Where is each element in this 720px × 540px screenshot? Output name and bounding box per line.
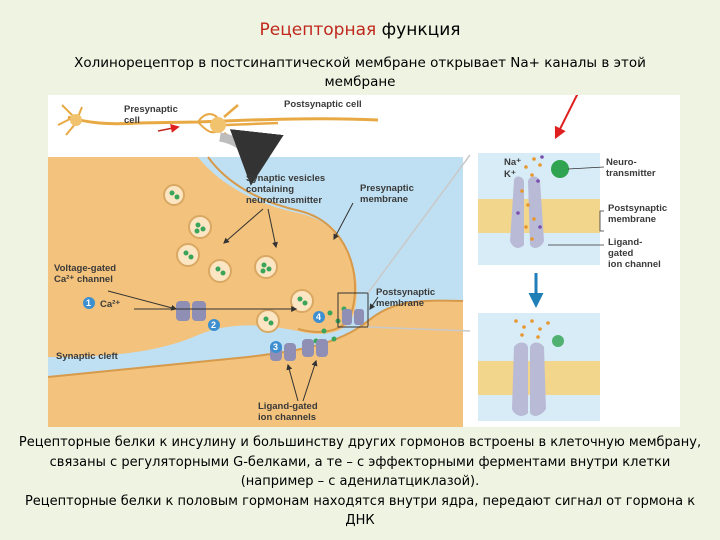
bottom-text: Рецепторные белки к инсулину и большинст…: [18, 433, 702, 531]
svg-text:3: 3: [273, 342, 278, 352]
red-annotation-arrow: [554, 95, 579, 140]
step-1: 1: [83, 297, 95, 309]
title-accent: Рецепторная: [259, 20, 377, 40]
bottom-text-line1: Рецепторные белки к инсулину и большинст…: [18, 435, 702, 489]
panel-5: Na⁺ K⁺: [478, 153, 600, 265]
title-rest: функция: [376, 20, 461, 40]
postsynaptic-cell-label: Postsynaptic cell: [284, 99, 362, 110]
slide-title: Рецепторная функция: [0, 20, 720, 40]
neurotransmitter-label: Neuro-transmitter: [606, 157, 656, 179]
presynaptic-cell-body: [70, 114, 82, 126]
postsynaptic-cell: [48, 300, 463, 427]
svg-text:2: 2: [211, 320, 216, 330]
svg-text:4: 4: [316, 312, 321, 322]
voltage-gated-ca-channel: [176, 301, 206, 321]
zoom-box: [337, 292, 369, 328]
step-2: 2: [208, 319, 220, 331]
synaptic-cleft-label: Synaptic cleft: [56, 351, 119, 362]
panel-6: [478, 313, 600, 421]
presynaptic-terminal: [48, 157, 357, 357]
step-4: 4: [313, 311, 325, 323]
postsynaptic-cell-body: [210, 117, 226, 133]
neurotransmitter-molecule: [551, 160, 569, 178]
zoom-arrow: [218, 129, 284, 186]
subtitle: Холинорецептор в постсинаптической мембр…: [74, 55, 646, 90]
na-label: Na⁺: [504, 157, 521, 168]
open-channel: [512, 342, 528, 416]
k-label: K⁺: [504, 169, 516, 180]
svg-text:1: 1: [86, 298, 91, 308]
step-3: 3: [270, 341, 282, 353]
bottom-text-line2: Рецепторные белки к половым гормонам нах…: [24, 493, 696, 529]
ca-label: Ca²⁺: [100, 299, 120, 310]
